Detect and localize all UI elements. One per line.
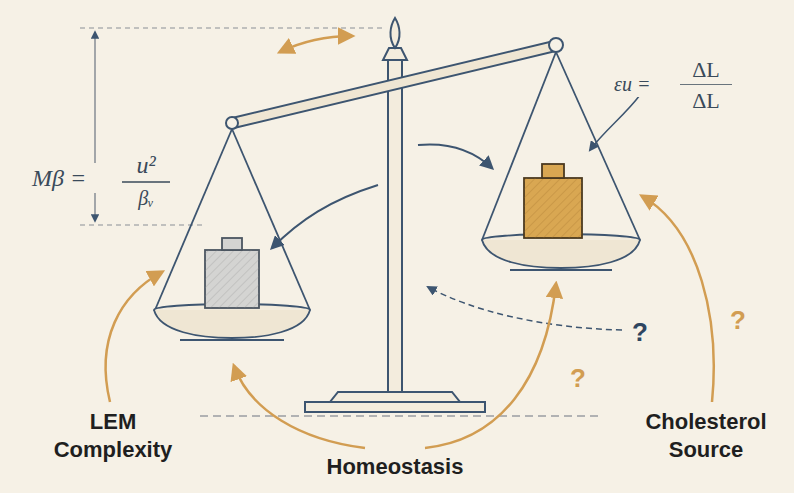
formula-denominator: ΔL: [679, 87, 733, 115]
question-mark: ?: [629, 316, 651, 349]
scale-beam: [226, 38, 563, 129]
formula-term: εu =: [612, 72, 678, 97]
balance-arrows: [272, 95, 640, 330]
scale-stand: [305, 18, 485, 412]
factor-label: Cholesterol Source: [631, 408, 781, 463]
formula-denominator: βᵥ: [121, 186, 171, 211]
leader-arrows: [106, 36, 714, 448]
question-mark: ?: [727, 304, 749, 337]
formula-numerator: ΔL: [679, 56, 733, 84]
formula-term: Mβ =: [30, 163, 100, 193]
ground-line: [200, 415, 600, 416]
factor-label: Homeostasis: [305, 453, 485, 481]
factor-label: LEM Complexity: [43, 408, 183, 463]
formula-numerator: u²: [121, 150, 171, 180]
fraction-bar: [122, 181, 170, 183]
question-mark: ?: [567, 362, 589, 395]
left-weight: [205, 238, 259, 308]
right-weight: [524, 164, 582, 238]
dimension-lines: [80, 28, 385, 225]
